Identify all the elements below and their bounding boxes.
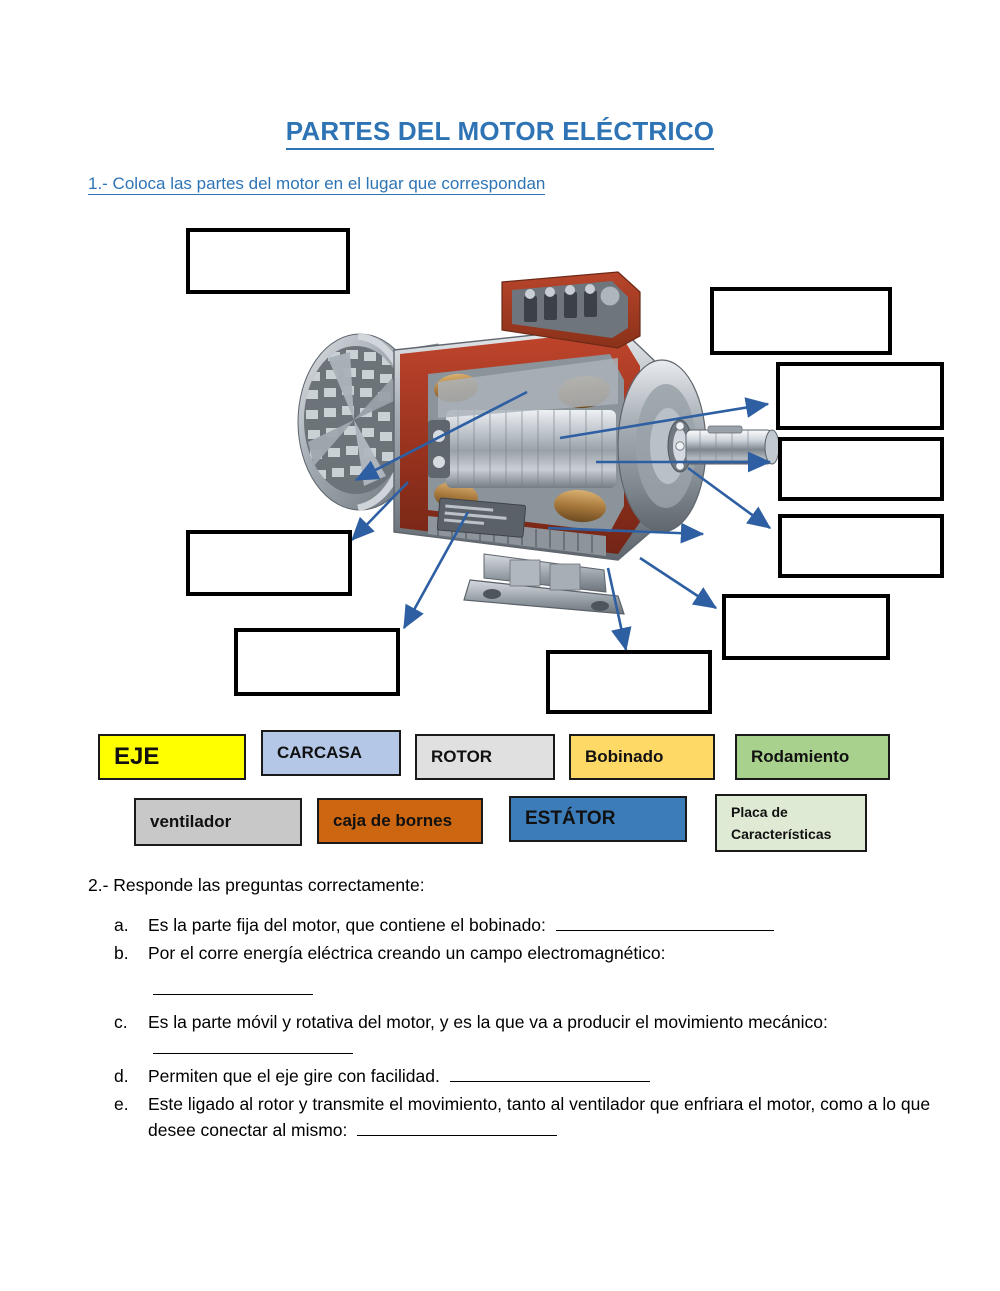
question-item-a: a. Es la parte fija del motor, que conti… [114, 912, 958, 939]
word-chip-ventilador[interactable]: ventilador [134, 798, 302, 846]
question-text-c: Es la parte móvil y rotativa del motor, … [148, 1011, 828, 1032]
question-marker-c: c. [114, 1011, 128, 1032]
word-chip-rodamiento[interactable]: Rodamiento [735, 734, 890, 780]
page-title-text: PARTES DEL MOTOR ELÉCTRICO [285, 116, 715, 150]
question-marker-e: e. [114, 1093, 129, 1114]
answer-box-left-mid[interactable] [186, 530, 352, 596]
question-marker-b: b. [114, 942, 129, 963]
word-chip-placa-de-caracteristicas[interactable]: Placa de Características [715, 794, 867, 852]
answer-box-top-left[interactable] [186, 228, 350, 294]
question-text-e: Este ligado al rotor y transmite el movi… [148, 1093, 931, 1141]
answer-box-right-3[interactable] [778, 437, 944, 501]
word-bank: EJE CARCASA ROTOR Bobinado Rodamiento ve… [0, 726, 1000, 856]
answer-blank-c[interactable] [153, 1053, 353, 1055]
word-chip-rotor[interactable]: ROTOR [415, 734, 555, 780]
answer-blank-b[interactable] [153, 994, 313, 996]
placa-line-1: Placa de [731, 804, 788, 820]
word-chip-carcasa[interactable]: CARCASA [261, 730, 401, 776]
answer-box-right-2[interactable] [776, 362, 944, 430]
question-text-b: Por el corre energía eléctrica creando u… [148, 942, 666, 963]
question-marker-d: d. [114, 1065, 129, 1086]
question-text-a: Es la parte fija del motor, que contiene… [148, 915, 546, 935]
page-title: PARTES DEL MOTOR ELÉCTRICO [0, 116, 1000, 150]
question-item-e: e. Este ligado al rotor y transmite el m… [114, 1091, 958, 1144]
question-item-d: d. Permiten que el eje gire con facilida… [114, 1063, 958, 1090]
answer-blank-a[interactable] [555, 930, 774, 931]
answer-box-right-1[interactable] [710, 287, 892, 355]
question-item-b: b. Por el corre energía eléctrica creand… [114, 940, 958, 1003]
word-chip-bobinado[interactable]: Bobinado [569, 734, 715, 780]
answer-blank-e[interactable] [357, 1135, 558, 1137]
exercise-1-instruction-text: 1.- Coloca las partes del motor en el lu… [88, 174, 546, 195]
word-chip-eje[interactable]: EJE [98, 734, 246, 780]
answer-box-right-4[interactable] [778, 514, 944, 578]
question-text-d: Permiten que el eje gire con facilidad. [148, 1065, 440, 1086]
motor-labeling-diagram [0, 210, 1000, 720]
exercise-2-heading: 2.- Responde las preguntas correctamente… [88, 875, 425, 895]
question-marker-a: a. [114, 915, 129, 935]
exercise-1-instruction: 1.- Coloca las partes del motor en el lu… [88, 174, 546, 195]
question-item-c: c. Es la parte móvil y rotativa del moto… [114, 1009, 958, 1062]
placa-line-2: Características [731, 825, 832, 842]
question-list: a. Es la parte fija del motor, que conti… [112, 912, 958, 1145]
word-chip-caja-de-bornes[interactable]: caja de bornes [317, 798, 483, 844]
word-chip-estator[interactable]: ESTÁTOR [509, 796, 687, 842]
answer-box-right-5[interactable] [722, 594, 890, 660]
answer-box-left-bottom[interactable] [234, 628, 400, 696]
answer-box-bottom-center[interactable] [546, 650, 712, 714]
answer-blank-d[interactable] [449, 1080, 650, 1082]
